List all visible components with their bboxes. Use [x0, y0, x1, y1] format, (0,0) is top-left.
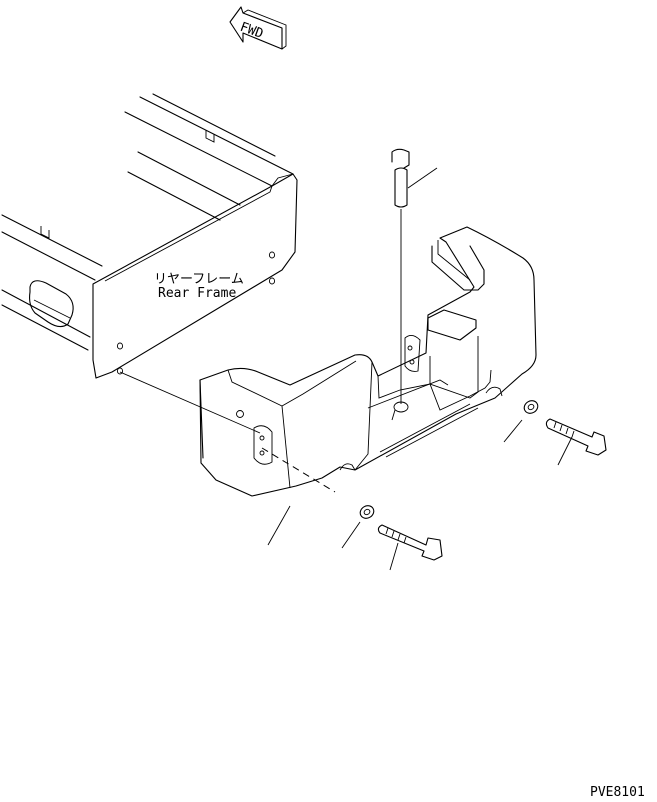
washer-left [341, 505, 375, 549]
bolt-right [545, 418, 607, 466]
frame-label-en: Rear Frame [158, 286, 236, 301]
washer-right [503, 400, 539, 443]
alignment-line [119, 371, 261, 434]
fwd-arrow-icon: FWD [229, 6, 287, 50]
rear-frame: リヤーフレーム Rear Frame [1, 93, 298, 379]
bolt-left [377, 524, 443, 571]
fwd-label: FWD [238, 20, 265, 42]
counterweight [199, 226, 537, 546]
frame-label-jp: リヤーフレーム [154, 272, 244, 287]
lifting-eye-part [391, 148, 438, 404]
drawing-code: PVE8101 [590, 785, 645, 800]
alignment-line-dashed [261, 447, 336, 493]
